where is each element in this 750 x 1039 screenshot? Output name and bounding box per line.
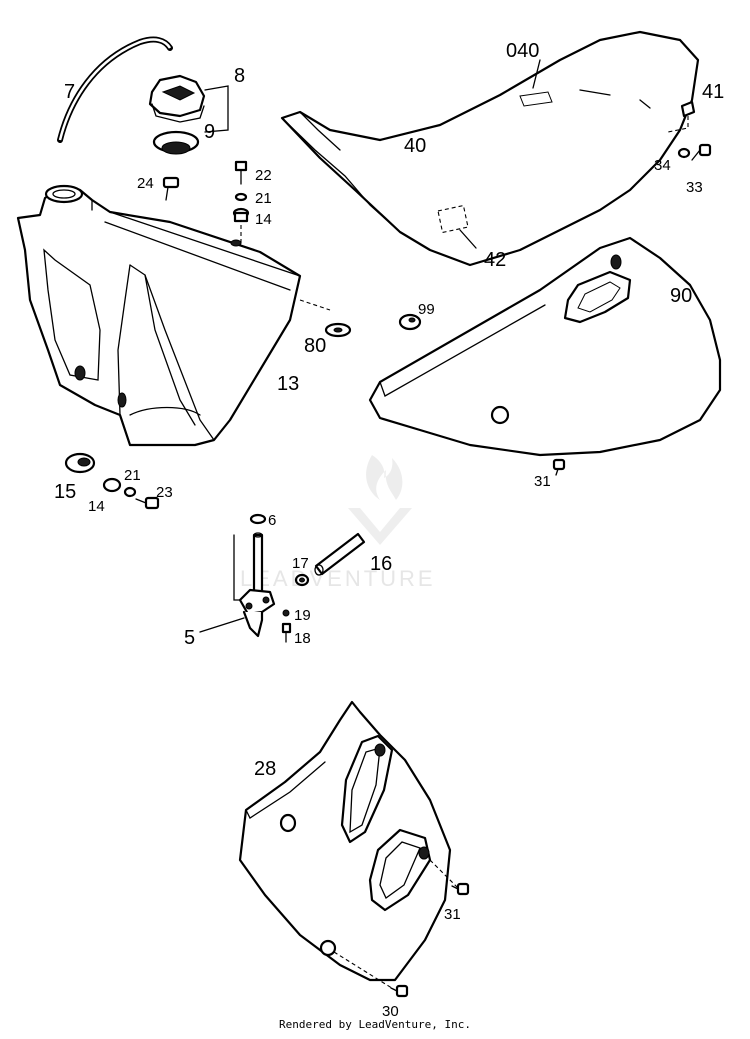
callout-24: 24: [137, 175, 154, 192]
callout-16: 16: [370, 553, 392, 575]
callout-15: 15: [54, 481, 76, 503]
bolt-33: [691, 143, 712, 161]
callout-30: 30: [382, 1003, 399, 1020]
washer-21-lower: [123, 486, 137, 498]
seat: [280, 30, 700, 267]
callout-21-upper: 21: [255, 190, 272, 207]
callout-34: 34: [654, 157, 671, 174]
breather-hose: [57, 36, 173, 143]
bolt-24: [162, 176, 180, 201]
callout-80: 80: [304, 335, 326, 357]
callout-22: 22: [255, 167, 272, 184]
callout-13: 13: [277, 373, 299, 395]
callout-7: 7: [64, 81, 75, 103]
bolt-31-upper: [552, 458, 566, 476]
fuel-tap: [199, 532, 276, 638]
callout-33: 33: [686, 179, 703, 196]
grommet-15: [64, 452, 96, 474]
callout-17: 17: [292, 555, 309, 572]
grommet-14: [232, 207, 250, 223]
leader-80: [299, 299, 331, 311]
seat-bracket-41: [680, 100, 696, 118]
bolt-22: [234, 160, 248, 185]
fuel-tank: [16, 184, 302, 447]
watermark-text: LEADVENTURE: [240, 566, 436, 591]
callout-5: 5: [184, 627, 195, 649]
callout-8: 8: [234, 65, 245, 87]
callout-41: 41: [702, 81, 724, 103]
watermark-logo: [348, 455, 412, 545]
bolt-23: [135, 496, 160, 510]
callout-31-upper: 31: [534, 473, 551, 490]
seat-strap-42: [437, 204, 469, 234]
callout-6: 6: [268, 512, 276, 529]
callout-31-lower: 31: [444, 906, 461, 923]
callout-9: 9: [204, 121, 215, 143]
callout-19: 19: [294, 607, 311, 624]
callout-21-lower: 21: [124, 467, 141, 484]
callout-40: 40: [404, 135, 426, 157]
grommet-99: [398, 313, 422, 331]
callout-90: 90: [670, 285, 692, 307]
washer-34: [677, 147, 691, 159]
bolt-30: [390, 984, 409, 998]
fuel-cap: [148, 74, 206, 123]
footer-credit: Rendered by LeadVenture, Inc.: [278, 1018, 472, 1031]
radiator-shroud: [238, 700, 452, 982]
o-ring-6: [249, 513, 267, 525]
callout-99: 99: [418, 301, 435, 318]
screw-18: [281, 622, 292, 643]
washer-21: [234, 192, 248, 202]
cap-gasket: [152, 130, 200, 155]
callout-040: 040: [506, 40, 539, 62]
callout-18: 18: [294, 630, 311, 647]
callout-23: 23: [156, 484, 173, 501]
side-panel: [368, 236, 722, 457]
washer-19: [282, 609, 290, 617]
fuel-hose-16: [314, 532, 366, 576]
callout-28: 28: [254, 758, 276, 780]
hose-clamp-17: [294, 573, 310, 587]
callout-42: 42: [484, 249, 506, 271]
spacer-14: [102, 477, 122, 493]
callout-14-lower: 14: [88, 498, 105, 515]
callout-14-upper: 14: [255, 211, 272, 228]
bolt-31-lower: [451, 882, 470, 896]
